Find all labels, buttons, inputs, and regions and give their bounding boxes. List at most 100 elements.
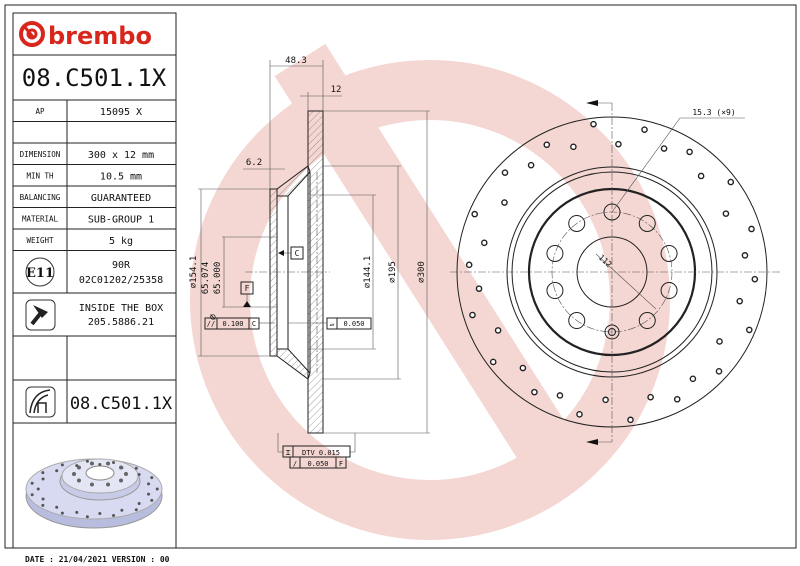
drill-hole xyxy=(745,326,753,334)
svg-text:0.050: 0.050 xyxy=(307,460,328,468)
e-mark-label: E11 xyxy=(26,266,54,281)
bottom-part-number: 08.C501.1X xyxy=(70,394,173,414)
drill-hole xyxy=(576,411,583,418)
front-view: 112 15.3 (×9) xyxy=(450,100,782,445)
bolt-hole xyxy=(638,214,656,232)
dim-bore-max: 65.074 xyxy=(201,262,211,295)
homologation-line1: 90R xyxy=(112,260,131,271)
drill-hole xyxy=(615,140,622,148)
bolt-hole xyxy=(568,214,586,232)
drill-hole xyxy=(489,358,497,366)
spec-value: 15095 X xyxy=(100,107,142,118)
dim-d300: ⌀300 xyxy=(417,261,427,283)
drill-hole xyxy=(570,143,577,151)
svg-text:0.100: 0.100 xyxy=(222,320,243,328)
bolt-hole xyxy=(660,282,678,300)
drill-hole xyxy=(736,297,744,305)
svg-text:0.050: 0.050 xyxy=(343,320,364,328)
dim-bore-min: 65.000 xyxy=(213,262,223,295)
tolerance-parallelism: // 0.100 C xyxy=(204,317,275,330)
drill-hole xyxy=(641,126,648,133)
spec-label: WEIGHT xyxy=(26,236,54,245)
bolt-hole xyxy=(638,312,656,330)
tolerance-flatness: ▱ 0.050 xyxy=(288,317,372,330)
disc-3d-image xyxy=(25,458,163,529)
bolt-hole xyxy=(568,312,586,330)
spec-value: 5 kg xyxy=(109,236,133,247)
drill-hole xyxy=(722,210,730,217)
drill-hole xyxy=(465,261,473,269)
dim-d195: ⌀195 xyxy=(388,261,398,283)
sheet-border xyxy=(4,4,797,549)
drill-hole xyxy=(494,327,502,334)
spec-label: MATERIAL xyxy=(22,215,59,224)
svg-text://: // xyxy=(207,320,215,328)
drill-hole xyxy=(471,210,479,218)
drill-hole xyxy=(727,178,735,186)
drill-hole xyxy=(501,169,509,176)
tolerance-runout: / 0.050 F xyxy=(289,456,347,469)
part-number: 08.C501.1X xyxy=(22,64,167,92)
dim-overall-width: 48.3 xyxy=(285,56,307,66)
homologation-line2: 02C01202/25358 xyxy=(79,275,163,286)
drill-hole xyxy=(543,141,551,149)
dim-d144: ⌀144.1 xyxy=(363,256,373,289)
screw-icon xyxy=(25,299,56,331)
drill-hole xyxy=(519,364,527,372)
bolt-hole xyxy=(546,244,564,262)
drill-hole xyxy=(501,199,508,206)
drill-hole xyxy=(647,393,654,401)
datum-c-label: C xyxy=(295,249,300,258)
drill-hole xyxy=(748,225,755,233)
dim-bore-prefix: ⌀ xyxy=(208,314,219,320)
svg-text:▱: ▱ xyxy=(330,320,335,329)
brand-name: brembo xyxy=(48,22,152,50)
section-view: 48.3 12 6.2 ⌀154.1 ⌀ 65.074 65.000 ⌀144.… xyxy=(189,56,430,469)
spec-table-frame xyxy=(12,12,177,549)
footer-date-version: DATE : 21/04/2021 VERSION : 00 xyxy=(25,555,170,564)
drill-hole xyxy=(469,311,476,319)
drill-hole xyxy=(480,239,488,247)
e-mark-icon xyxy=(25,257,55,287)
spec-value: SUB-GROUP 1 xyxy=(88,215,154,226)
drill-hole xyxy=(556,392,564,399)
spec-label: MIN TH xyxy=(26,172,54,181)
drill-hole xyxy=(627,416,634,424)
dim-hat-thickness: 6.2 xyxy=(246,158,262,168)
drill-hole xyxy=(686,148,693,156)
disc-profile-icon xyxy=(25,386,56,418)
spec-rows: AP 15095 X DIMENSION 300 x 12 mm MIN TH 10.5 … xyxy=(13,100,176,293)
drill-hole xyxy=(715,368,723,375)
dim-thickness: 12 xyxy=(331,85,342,95)
drill-hole xyxy=(590,120,597,128)
bolt-hole xyxy=(660,244,678,262)
datum-f-label: F xyxy=(245,284,250,293)
spec-value: 10.5 mm xyxy=(100,172,142,183)
drill-hole xyxy=(602,396,609,404)
bolt-hole xyxy=(603,203,621,221)
screw-line1: INSIDE THE BOX xyxy=(79,303,163,314)
svg-text:/: / xyxy=(293,460,297,468)
bolt-hole xyxy=(546,282,564,300)
spec-value: 300 x 12 mm xyxy=(88,150,154,161)
drill-hole xyxy=(697,172,705,180)
svg-text:C: C xyxy=(252,320,256,328)
spec-label: DIMENSION xyxy=(20,150,61,159)
drill-hole xyxy=(475,285,483,292)
watermark-ring xyxy=(190,60,670,540)
drill-hole xyxy=(531,388,538,396)
brembo-watermark xyxy=(190,43,670,540)
svg-text:DTV 0.015: DTV 0.015 xyxy=(302,449,340,457)
bolt-hole-label: 15.3 (×9) xyxy=(692,108,735,117)
drill-hole xyxy=(660,145,668,152)
locating-pin-hole xyxy=(604,324,620,340)
screw-line2: 205.5886.21 xyxy=(88,317,154,328)
spec-value: GUARANTEED xyxy=(91,193,151,204)
dim-d154: ⌀154.1 xyxy=(189,256,199,289)
spec-label: AP xyxy=(35,107,45,116)
svg-text:F: F xyxy=(339,460,343,468)
svg-text:⌶: ⌶ xyxy=(286,448,291,457)
drill-hole xyxy=(673,395,681,403)
drill-hole xyxy=(716,338,723,345)
